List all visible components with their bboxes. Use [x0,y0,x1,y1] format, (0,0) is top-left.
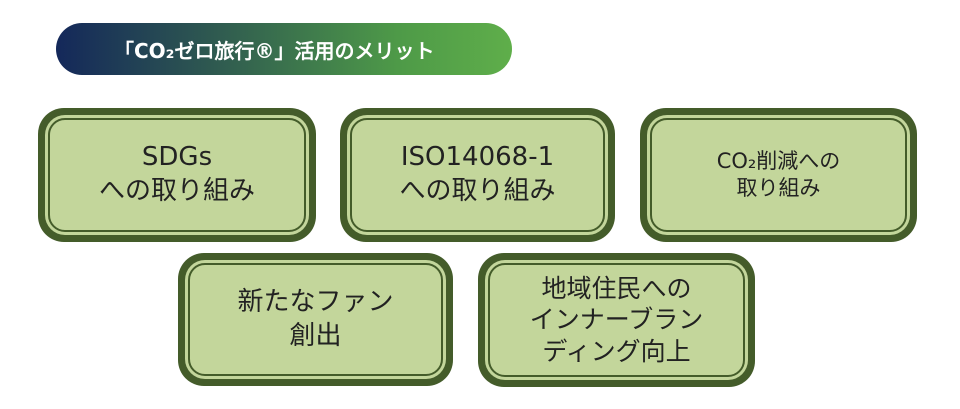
box-line: SDGs [141,142,213,173]
box-line: インナーブラン [529,305,704,335]
benefit-co2-reduction: CO₂削減への取り組み [640,108,917,242]
box-line: への取り組み [399,176,556,206]
box-line: 取り組み [736,176,821,200]
title-banner: 「CO₂ゼロ旅行®」活用のメリット [56,23,512,75]
box-line: 地域住民への [541,274,692,304]
benefit-inner-branding: 地域住民へのインナーブランディング向上 [478,253,755,387]
box-line: 新たなファン [237,286,394,317]
benefit-new-fans: 新たなファン創出 [178,253,453,386]
box-line: ディング向上 [542,336,691,366]
box-line: ISO14068-1 [400,142,555,173]
box-line: への取り組み [98,176,255,206]
box-line: CO₂削減への [716,148,841,173]
box-line: 創出 [289,320,342,351]
title-text: 「CO₂ゼロ旅行®」活用のメリット [114,38,435,63]
